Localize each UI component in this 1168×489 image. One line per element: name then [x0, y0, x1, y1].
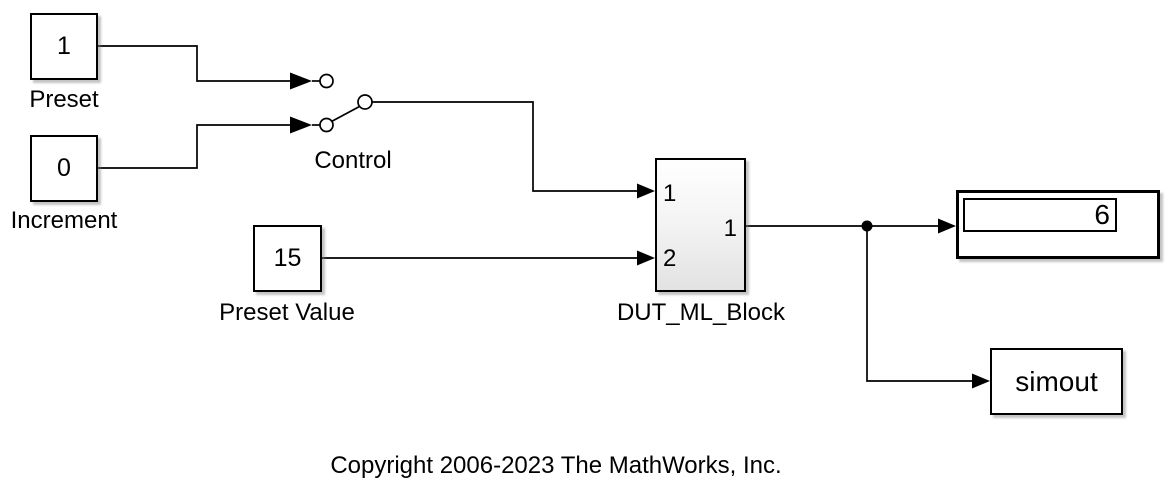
wire-arrowhead	[290, 72, 312, 90]
block-name-dut: DUT_ML_Block	[616, 299, 786, 326]
to-workspace-label: simout	[1015, 365, 1098, 397]
branch-point-dot	[861, 220, 873, 232]
switch-lever	[331, 105, 360, 123]
block-name-preset: Preset	[29, 86, 99, 113]
constant-block-preset-value[interactable]: 15	[253, 225, 322, 292]
dut-inport-2-label: 2	[663, 245, 677, 272]
block-name-preset-value: Preset Value	[219, 299, 355, 326]
wire-switch-to-dut-in1[interactable]	[372, 101, 638, 192]
wire-branch-to-simout[interactable]	[866, 226, 973, 382]
wire-increment-to-switch[interactable]	[98, 124, 291, 169]
wire-preset-to-switch[interactable]	[98, 45, 291, 82]
display-value: 6	[1094, 199, 1110, 230]
constant-value: 0	[57, 154, 71, 182]
constant-block-increment[interactable]: 0	[30, 135, 98, 202]
switch-common-circle	[357, 94, 373, 110]
subsystem-block-dut[interactable]: 1 2 1	[655, 158, 746, 292]
switch-contact-circle-top	[319, 73, 334, 89]
to-workspace-block[interactable]: simout	[990, 348, 1123, 415]
wire-arrowhead	[637, 250, 655, 266]
wire-arrowhead	[972, 373, 990, 389]
display-value-field: 6	[963, 198, 1117, 232]
manual-switch-block[interactable]	[312, 73, 373, 133]
wire-arrowhead	[290, 116, 312, 134]
wire-arrowhead	[938, 218, 956, 234]
switch-contact-circle-bottom	[319, 117, 334, 133]
wire-arrowhead	[637, 183, 655, 199]
display-block[interactable]: 6	[956, 190, 1160, 259]
constant-value: 1	[57, 32, 71, 60]
dut-outport-1-label: 1	[723, 215, 737, 242]
dut-inport-1-label: 1	[663, 180, 677, 207]
constant-block-preset[interactable]: 1	[30, 13, 98, 80]
block-name-increment: Increment	[10, 207, 118, 234]
constant-value: 15	[273, 244, 302, 272]
copyright-annotation: Copyright 2006-2023 The MathWorks, Inc.	[330, 452, 782, 479]
block-name-control: Control	[314, 147, 392, 174]
